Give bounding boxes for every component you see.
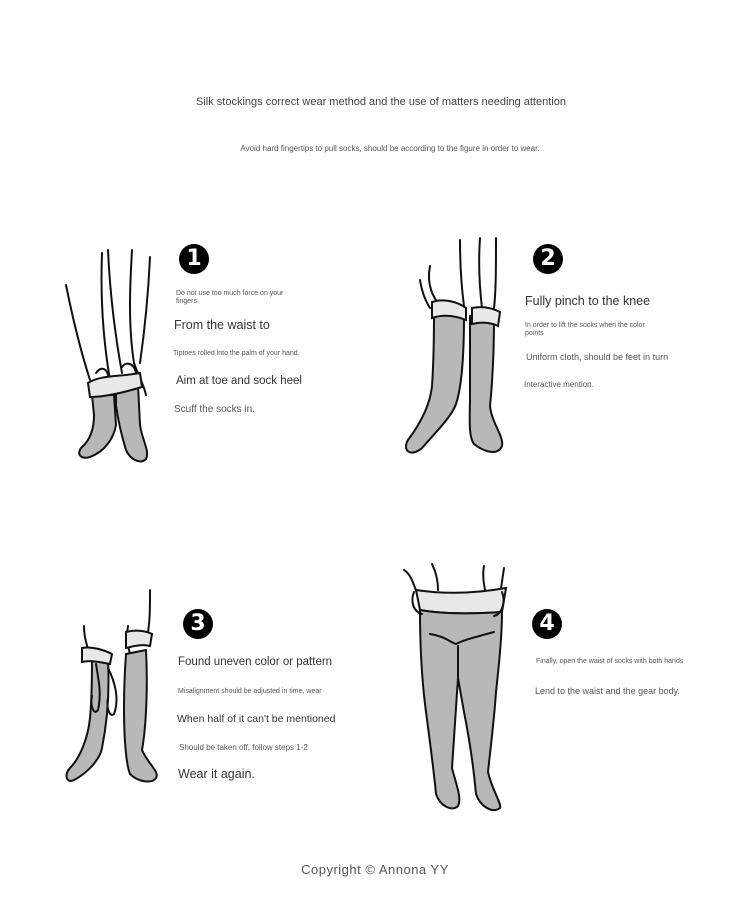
page-title: Silk stockings correct wear method and t… [196, 96, 566, 108]
step-4-line-1: Finally, open the waist of socks with bo… [536, 658, 684, 665]
step-2-line-4: Interactive mention. [524, 380, 594, 389]
step-2-line-3: Uniform cloth, should be feet in turn [526, 352, 669, 362]
step-3-line-1: Found uneven color or pattern [178, 656, 333, 668]
step-3-badge: 3 [183, 609, 213, 639]
step-4-illustration [403, 563, 508, 812]
page-subtitle: Avoid hard fingertips to pull socks, sho… [240, 144, 540, 153]
step-3-illustration [65, 589, 158, 783]
step-1-line-4: Aim at toe and sock heel [176, 375, 302, 387]
step-1-line-1: Do not use too much force on your finger… [176, 290, 284, 305]
step-2-line-2: In order to lift the socks when the colo… [525, 322, 645, 337]
step-3-line-5: Wear it again. [178, 767, 255, 781]
step-1-line-2: From the waist to [174, 318, 270, 332]
step-1-illustration [65, 249, 151, 463]
step-2-line-1: Fully pinch to the knee [525, 294, 651, 308]
step-3-line-2: Misalignment should be adjusted in time,… [178, 688, 322, 695]
step-1-badge: 1 [179, 244, 209, 274]
step-2-badge: 2 [533, 244, 563, 274]
copyright-notice: Copyright © Annona YY [301, 862, 449, 877]
step-2-illustration [404, 237, 504, 454]
step-3-line-4: Should be taken off, follow steps 1-2 [179, 743, 308, 752]
step-1-line-3: Tiptoes rolled into the palm of your han… [173, 350, 300, 357]
step-4-line-2: Lend to the waist and the gear body. [535, 686, 680, 696]
step-4-badge: 4 [532, 609, 562, 639]
step-3-line-3: When half of it can't be mentioned [177, 713, 336, 725]
step-1-line-5: Scuff the socks in. [174, 404, 255, 415]
